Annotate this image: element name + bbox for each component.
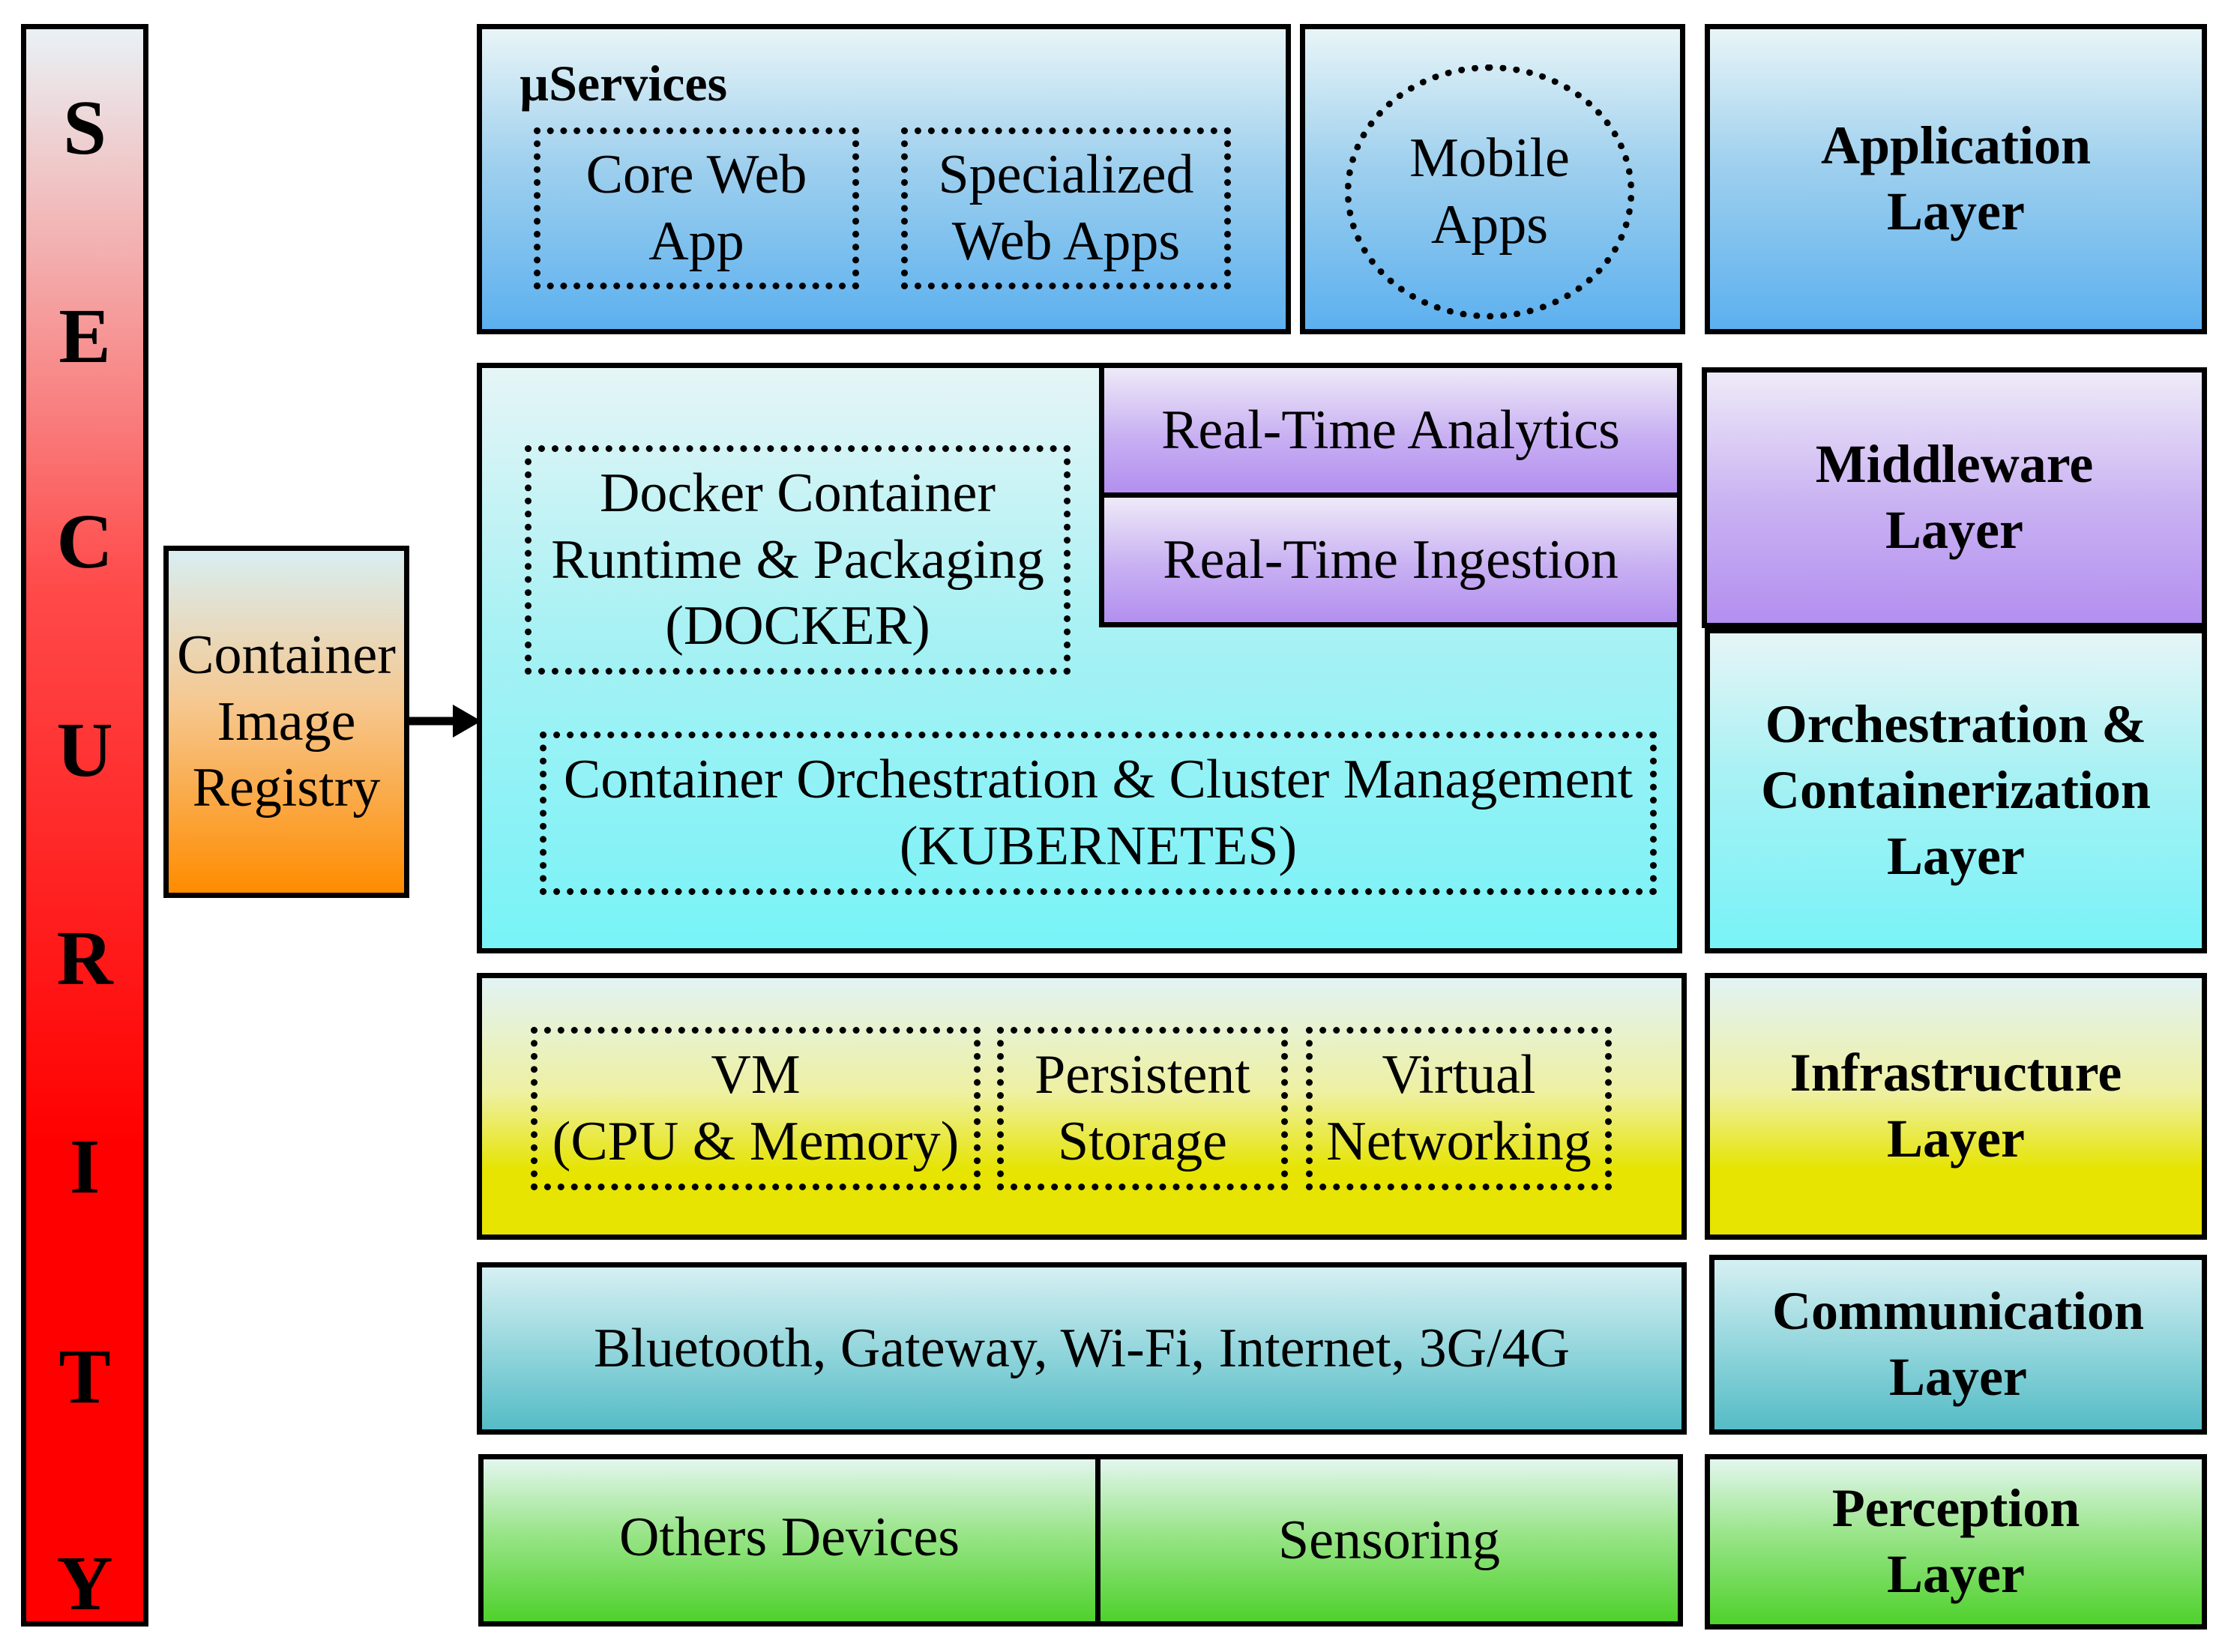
middleware-layer-label: Middleware Layer [1702, 367, 2207, 628]
security-letter: C [56, 498, 113, 585]
security-bar: S E C U R I T Y [21, 24, 148, 1627]
container-image-registry: Container Image Registry [163, 546, 409, 898]
mobile-apps: Mobile Apps [1345, 64, 1634, 319]
perception-layer-label: Perception Layer [1705, 1454, 2207, 1630]
sensoring: Sensoring [1095, 1454, 1683, 1627]
real-time-ingestion: Real-Time Ingestion [1099, 492, 1682, 627]
security-letter: T [58, 1333, 111, 1420]
docker-container-runtime: Docker Container Runtime & Packaging (DO… [525, 445, 1071, 675]
security-letter: E [58, 293, 111, 379]
others-devices: Others Devices [478, 1454, 1101, 1627]
application-layer-label: Application Layer [1705, 24, 2207, 334]
vm-cpu-memory: VM (CPU & Memory) [531, 1027, 981, 1190]
core-web-app: Core Web App [534, 127, 859, 289]
virtual-networking: Virtual Networking [1306, 1027, 1612, 1190]
specialized-web-apps: Specialized Web Apps [901, 127, 1231, 289]
security-letter: Y [56, 1540, 113, 1627]
infrastructure-layer-label: Infrastructure Layer [1705, 973, 2207, 1240]
security-letter: S [63, 85, 106, 171]
kubernetes-orchestration: Container Orchestration & Cluster Manage… [540, 732, 1657, 895]
real-time-analytics: Real-Time Analytics [1099, 363, 1682, 498]
orchestration-layer-label: Orchestration & Containerization Layer [1705, 628, 2207, 953]
infrastructure-box [477, 973, 1687, 1240]
security-letter: I [69, 1124, 100, 1210]
persistent-storage: Persistent Storage [997, 1027, 1288, 1190]
microservices-title: µServices [520, 55, 728, 112]
communication-layer-label: Communication Layer [1709, 1255, 2207, 1435]
security-letter: U [56, 707, 113, 793]
security-letter: R [56, 915, 113, 1001]
registry-arrow [408, 705, 481, 738]
communication-protocols: Bluetooth, Gateway, Wi-Fi, Internet, 3G/… [477, 1262, 1687, 1435]
